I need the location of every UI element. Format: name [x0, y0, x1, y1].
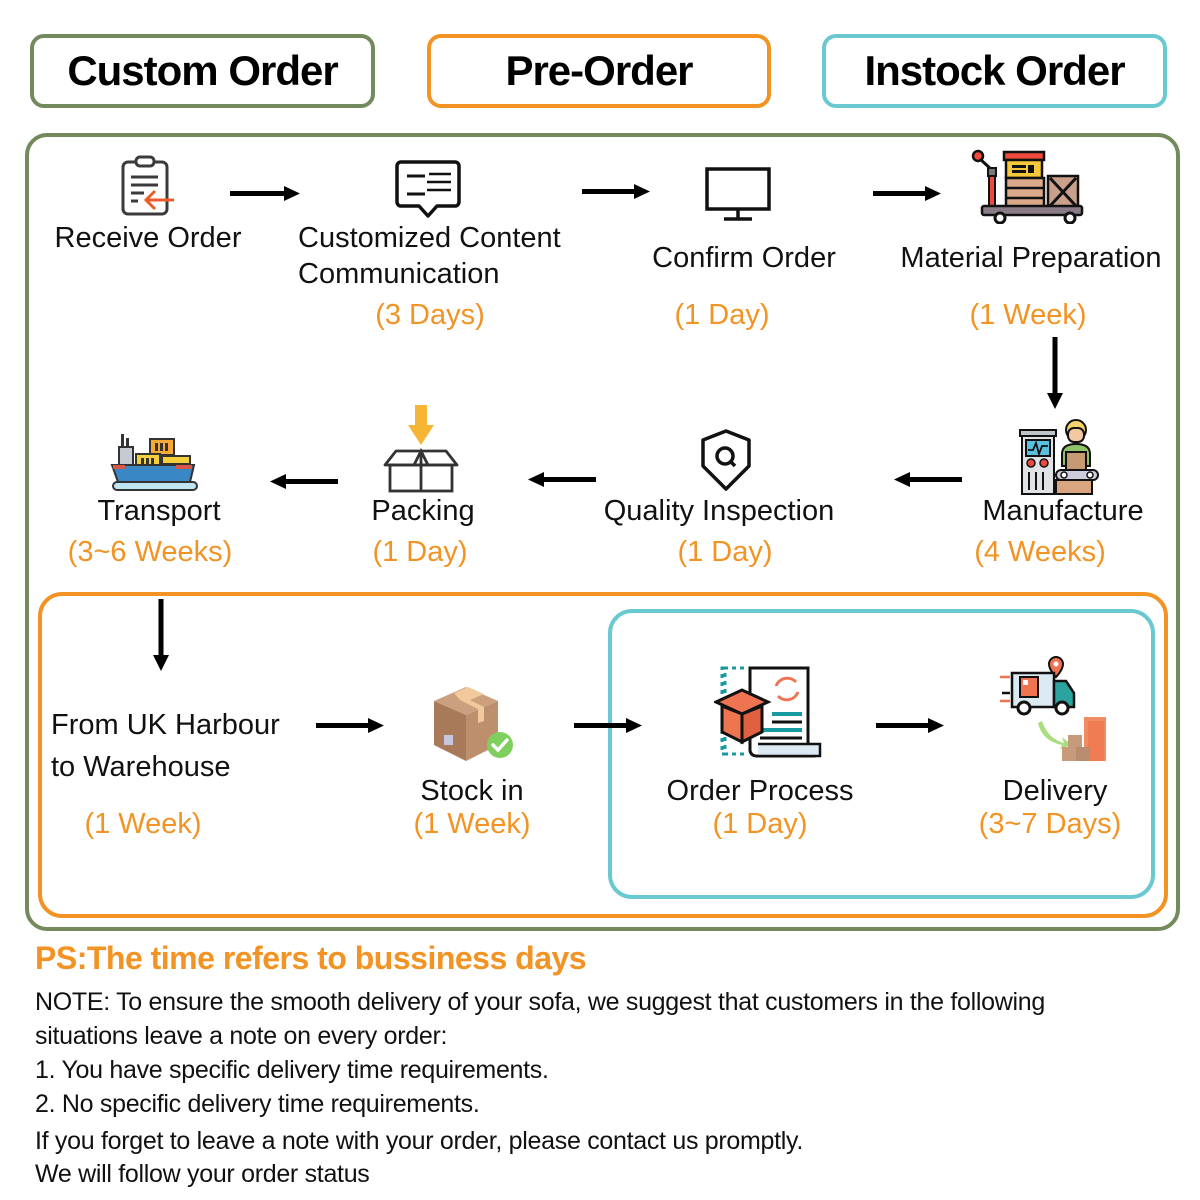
- step-order-process-duration: (1 Day): [712, 808, 808, 840]
- step-quality-inspection-label: Quality Inspection: [603, 495, 835, 527]
- step-uk-harbour-duration: (1 Week): [84, 808, 202, 840]
- cargo-ship-icon: [110, 434, 198, 491]
- step-packing-label: Packing: [371, 495, 475, 527]
- legend-custom-order: Custom Order: [30, 34, 375, 108]
- step-stock-in-label: Stock in: [420, 775, 524, 807]
- arrow-right-icon: [873, 186, 941, 201]
- note-line-1: NOTE: To ensure the smooth delivery of y…: [35, 988, 1045, 1016]
- step-customized-content-duration: (3 Days): [375, 299, 485, 331]
- arrow-right-icon: [230, 186, 300, 201]
- custom-order-region: [25, 133, 1180, 931]
- contact-line-1: If you forget to leave a note with your …: [35, 1127, 804, 1155]
- step-stock-in-duration: (1 Week): [413, 808, 531, 840]
- step-manufacture-duration: (4 Weeks): [974, 536, 1106, 568]
- step-delivery-label: Delivery: [1002, 775, 1108, 807]
- monitor-icon: [705, 167, 771, 221]
- arrow-right-icon: [582, 184, 650, 199]
- step-confirm-order-label: Confirm Order: [652, 242, 836, 274]
- legend-instock-order-label: Instock Order: [864, 47, 1125, 94]
- step-quality-inspection-duration: (1 Day): [677, 536, 773, 568]
- material-cart-icon: [971, 149, 1084, 224]
- factory-worker-icon: [1019, 419, 1099, 495]
- arrow-right-icon: [316, 718, 384, 733]
- step-transport-duration: (3~6 Weeks): [67, 536, 233, 568]
- step-order-process-label: Order Process: [666, 775, 854, 807]
- step-transport-label: Transport: [97, 495, 221, 527]
- step-uk-harbour-label-line2: to Warehouse: [51, 751, 231, 783]
- pre-order-region: [38, 592, 1168, 918]
- step-manufacture-label: Manufacture: [982, 495, 1144, 527]
- step-receive-order-label: Receive Order: [54, 222, 242, 254]
- arrow-down-icon: [153, 599, 169, 671]
- note-line-2: situations leave a note on every order:: [35, 1022, 448, 1050]
- arrow-right-icon: [876, 718, 944, 733]
- step-confirm-order-duration: (1 Day): [674, 299, 770, 331]
- shield-search-icon: [701, 429, 751, 491]
- arrow-right-icon: [574, 718, 642, 733]
- instock-order-region: [608, 609, 1155, 899]
- note-item-1: 1. You have specific delivery time requi…: [35, 1056, 549, 1084]
- arrow-down-icon: [1047, 337, 1063, 409]
- contact-line-2: We will follow your order status: [35, 1160, 370, 1188]
- step-material-preparation-duration: (1 Week): [969, 299, 1087, 331]
- order-process-icon: [714, 666, 822, 758]
- ps-business-days-note: PS:The time refers to bussiness days: [35, 940, 587, 976]
- step-customized-content-label-line2: Communication: [298, 258, 500, 290]
- legend-instock-order: Instock Order: [822, 34, 1167, 108]
- delivery-truck-icon: [1000, 655, 1106, 761]
- arrow-left-icon: [270, 474, 338, 489]
- legend-custom-order-label: Custom Order: [67, 47, 338, 94]
- step-material-preparation-label: Material Preparation: [900, 242, 1162, 274]
- arrow-left-icon: [894, 472, 962, 487]
- step-delivery-duration: (3~7 Days): [978, 808, 1122, 840]
- chat-message-icon: [395, 160, 461, 218]
- legend-pre-order: Pre-Order: [427, 34, 771, 108]
- step-packing-duration: (1 Day): [372, 536, 468, 568]
- note-item-2: 2. No specific delivery time requirement…: [35, 1090, 480, 1118]
- clipboard-receive-icon: [121, 155, 174, 216]
- stock-box-check-icon: [434, 687, 513, 761]
- box-packing-icon: [383, 405, 459, 493]
- step-uk-harbour-label-line1: From UK Harbour: [51, 709, 280, 741]
- legend-pre-order-label: Pre-Order: [505, 47, 693, 94]
- step-customized-content-label-line1: Customized Content: [298, 222, 561, 254]
- arrow-left-icon: [528, 472, 596, 487]
